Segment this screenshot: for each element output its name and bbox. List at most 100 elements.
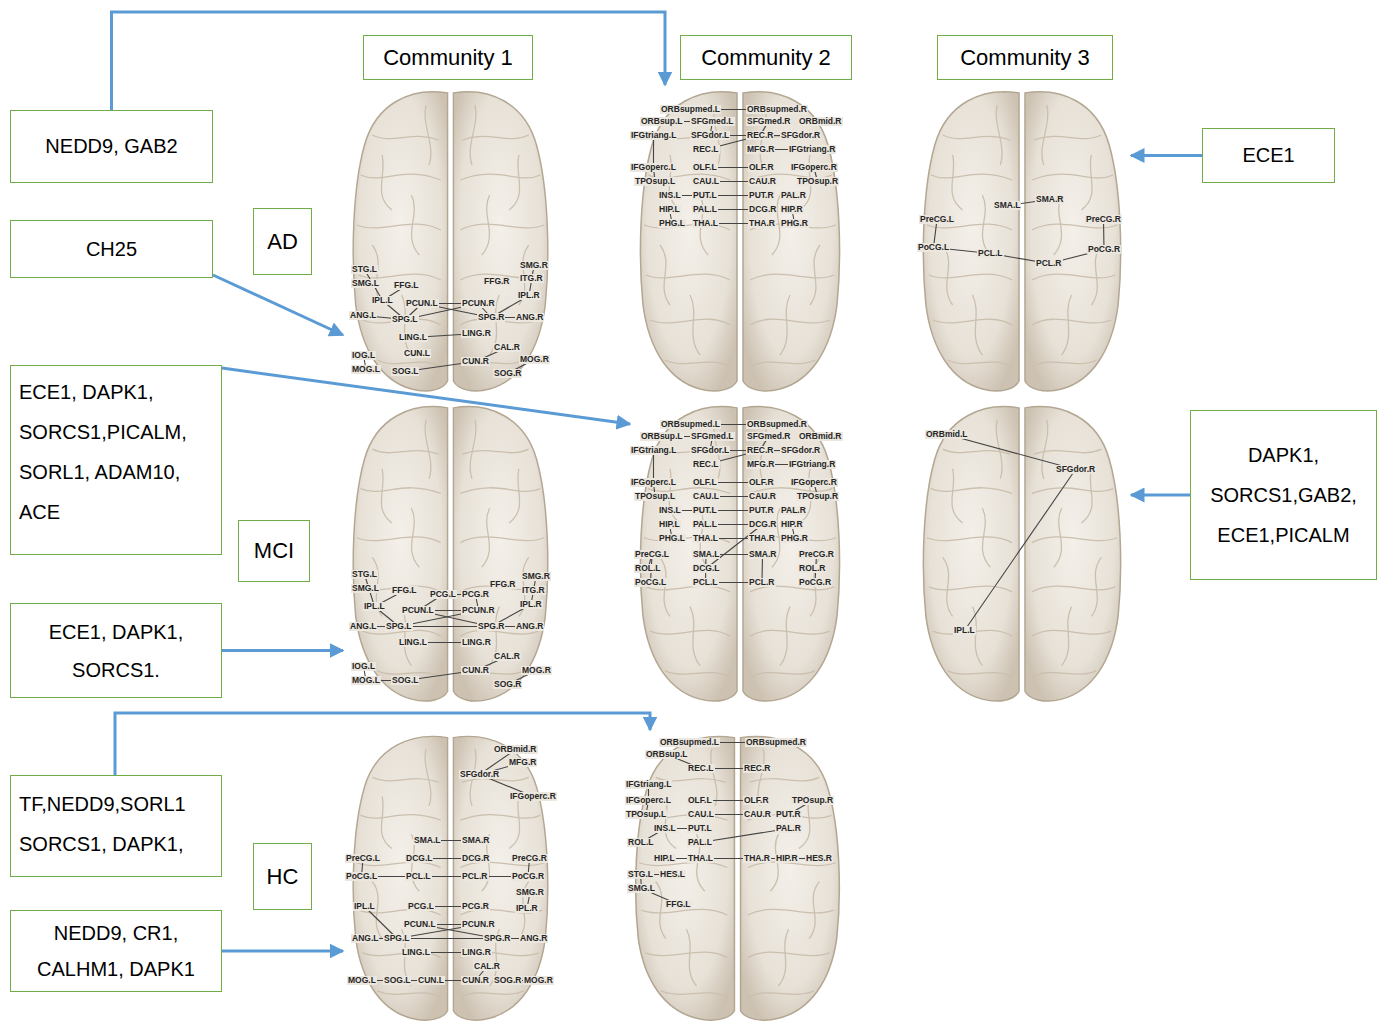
gene-box: DAPK1, SORCS1,GAB2, ECE1,PICALM	[1190, 410, 1377, 580]
brain-network-map: STG.LSMG.LFFG.LPCG.LPCG.RFFG.RSMG.RITG.R…	[343, 400, 558, 705]
region-label: PAL.L	[687, 838, 713, 847]
region-label: PCUN.R	[461, 299, 496, 308]
region-label: PCG.L	[407, 902, 435, 911]
region-label: LING.L	[398, 638, 428, 647]
region-label: SPG.R	[477, 313, 505, 322]
brain-illustration	[913, 85, 1131, 395]
region-label: SFGmed.R	[746, 432, 791, 441]
region-label: IFGtriang.R	[788, 460, 836, 469]
network-link	[706, 525, 763, 569]
box-text: ECE1	[1211, 143, 1326, 168]
region-label: ORBmid.R	[798, 117, 843, 126]
region-label: SFGmed.L	[690, 117, 735, 126]
network-link	[397, 938, 497, 939]
region-label: ORBsup.L	[640, 117, 684, 126]
region-label: ITG.R	[519, 274, 544, 283]
region-label: HIP.R	[780, 205, 804, 214]
brain-illustration	[343, 85, 558, 395]
region-label: SMG.R	[521, 572, 551, 581]
region-label: MOG.L	[347, 976, 377, 985]
arrow-connector	[222, 649, 343, 652]
network-link	[965, 470, 1076, 631]
brain-illustration	[913, 400, 1131, 705]
region-label: MOG.R	[519, 355, 550, 364]
region-label: ANG.R	[515, 313, 544, 322]
region-label: INS.L	[658, 506, 682, 515]
region-label: SFGdor.L	[690, 131, 730, 140]
region-label: IFGtriang.L	[630, 446, 677, 455]
region-label: REC.L	[692, 145, 720, 154]
region-label: PUT.R	[748, 191, 775, 200]
region-label: CAL.R	[493, 343, 521, 352]
region-label: OLF.L	[692, 478, 718, 487]
region-label: REC.R	[746, 446, 774, 455]
region-label: CAU.R	[748, 177, 777, 186]
region-label: PoCG.L	[917, 243, 950, 252]
group-label: MCI	[238, 520, 310, 582]
region-label: PoCG.L	[345, 872, 378, 881]
box-text: Community 1	[372, 44, 524, 72]
region-label: FFG.R	[483, 277, 511, 286]
region-label: ORBsupmed.L	[660, 420, 721, 429]
region-label: SMA.R	[748, 550, 777, 559]
region-label: ORBsupmed.L	[660, 105, 721, 114]
region-label: TPOsup.R	[796, 492, 839, 501]
region-label: SOG.R	[493, 369, 522, 378]
region-label: PCL.L	[977, 249, 1004, 258]
region-label: HIP.R	[775, 854, 799, 863]
region-label: CAU.R	[748, 492, 777, 501]
region-label: PCG.R	[461, 902, 490, 911]
box-text: MCI	[247, 537, 301, 565]
region-label: HIP.L	[658, 520, 681, 529]
region-label: IPL.L	[363, 602, 386, 611]
region-label: SMG.L	[351, 584, 380, 593]
region-label: SOG.R	[493, 976, 522, 985]
brain-network-map: ORBsupmed.LORBsupmed.RORBsup.LSFGmed.LSF…	[630, 400, 850, 705]
arrow-connector	[112, 12, 666, 110]
region-label: IFGoperc.L	[630, 163, 677, 172]
region-label: IOG.L	[351, 351, 376, 360]
region-label: PCUN.L	[401, 606, 435, 615]
box-text: ECE1, DAPK1, SORCS1.	[19, 613, 213, 689]
gene-box: CH25	[10, 220, 213, 278]
region-label: CUN.L	[417, 976, 445, 985]
region-label: PAL.R	[780, 506, 807, 515]
region-label: HIP.L	[658, 205, 681, 214]
region-label: IFGoperc.L	[625, 796, 672, 805]
region-label: PAL.R	[775, 824, 802, 833]
region-label: PCG.R	[461, 590, 490, 599]
region-label: ANG.L	[349, 622, 377, 631]
region-label: PHG.L	[658, 534, 686, 543]
region-label: CAL.R	[473, 962, 501, 971]
region-label: ROL.L	[634, 564, 662, 573]
region-label: IPL.R	[519, 600, 543, 609]
region-label: SFGdor.R	[459, 770, 500, 779]
gene-box: ECE1, DAPK1, SORCS1,PICALM, SORL1, ADAM1…	[10, 365, 222, 555]
region-label: THA.L	[692, 534, 719, 543]
region-label: ORBmid.R	[493, 745, 538, 754]
region-label: IFGtriang.R	[788, 145, 836, 154]
box-text: AD	[262, 228, 303, 256]
region-label: SPG.L	[385, 622, 413, 631]
region-label: ANG.R	[519, 934, 548, 943]
region-label: SOG.L	[391, 676, 419, 685]
region-label: SFGdor.R	[1055, 465, 1096, 474]
region-label: DCG.L	[692, 564, 720, 573]
region-label: PoCG.R	[1087, 245, 1121, 254]
region-label: PoCG.L	[634, 578, 667, 587]
region-label: PCUN.R	[461, 606, 496, 615]
region-label: PAL.L	[692, 205, 718, 214]
gene-box: ECE1	[1202, 128, 1335, 183]
region-label: STG.L	[627, 870, 654, 879]
region-label: SFGdor.R	[780, 131, 821, 140]
region-label: OLF.R	[743, 796, 770, 805]
brain-network-map: STG.LSMG.LFFG.LIPL.LPCUN.LANG.LSPG.LLING…	[343, 85, 558, 395]
region-label: SPG.R	[483, 934, 511, 943]
region-label: THA.L	[687, 854, 714, 863]
brain-network-map: ORBsupmed.LORBsupmed.RORBsup.LREC.LREC.R…	[625, 730, 850, 1024]
region-label: MFG.R	[746, 460, 775, 469]
box-text: TF,NEDD9,SORL1 SORCS1, DAPK1,	[19, 784, 213, 864]
region-label: ANG.L	[349, 311, 377, 320]
region-label: ORBmid.R	[798, 432, 843, 441]
